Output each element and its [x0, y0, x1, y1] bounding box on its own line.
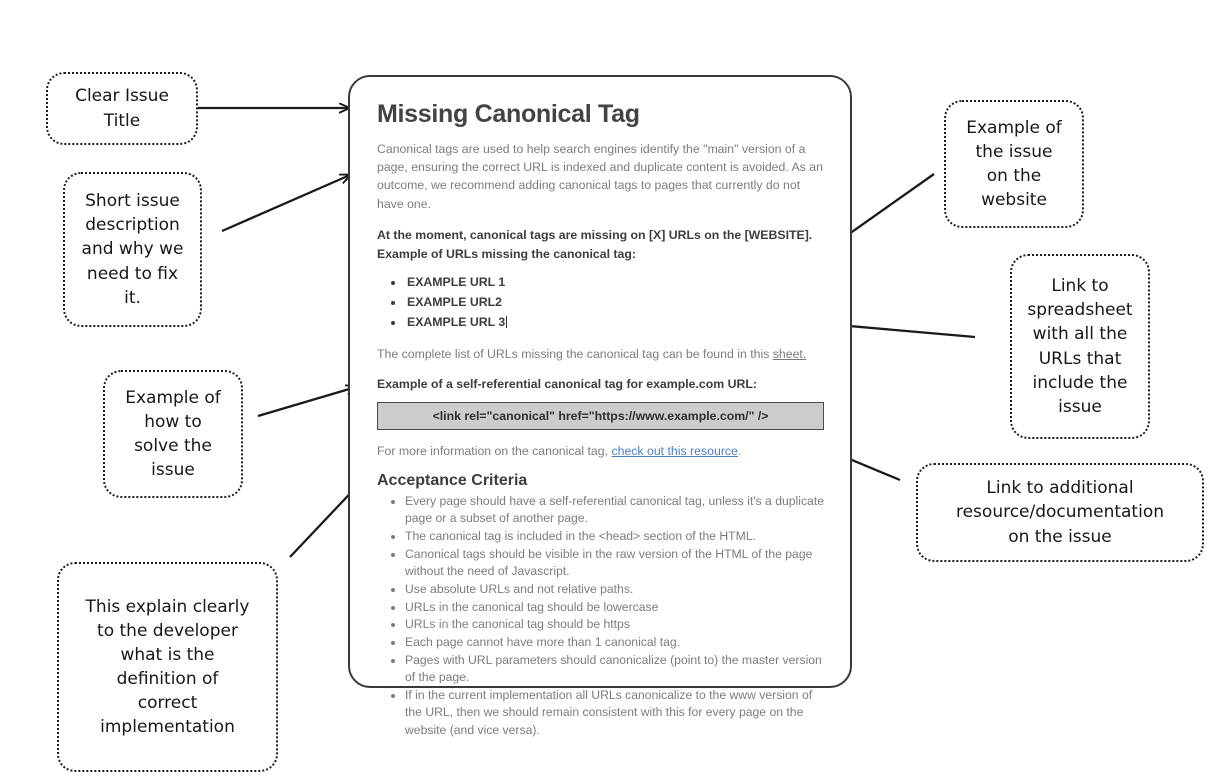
page-title: Missing Canonical Tag: [377, 100, 640, 128]
list-item: The canonical tag is included in the <he…: [405, 528, 824, 545]
list-item: Canonical tags should be visible in the …: [405, 546, 824, 581]
arrow-to-description: [221, 175, 350, 233]
list-item: Pages with URL parameters should canonic…: [405, 652, 824, 687]
list-item: Use absolute URLs and not relative paths…: [405, 581, 824, 598]
list-item: If in the current implementation all URL…: [405, 687, 824, 739]
resource-sentence-text: For more information on the canonical ta…: [377, 444, 612, 459]
callout-example-how-to-solve: Example of how to solve the issue: [103, 370, 243, 498]
callout-clear-issue-title: Clear Issue Title: [46, 72, 198, 145]
list-item: EXAMPLE URL 1: [405, 272, 824, 292]
acceptance-criteria-list: Every page should have a self-referentia…: [377, 493, 824, 740]
issue-description: Canonical tags are used to help search e…: [377, 141, 823, 211]
callout-short-description: Short issue description and why we need …: [63, 172, 202, 327]
code-example-heading: Example of a self-referential canonical …: [377, 376, 757, 391]
list-item: URLs in the canonical tag should be http…: [405, 616, 824, 633]
issue-status-line: At the moment, canonical tags are missin…: [377, 228, 813, 261]
example-url-list: EXAMPLE URL 1 EXAMPLE URL2 EXAMPLE URL 3: [377, 272, 824, 332]
list-item: EXAMPLE URL 3: [405, 312, 824, 332]
resource-sentence: For more information on the canonical ta…: [377, 442, 824, 460]
callout-definition-of-correct-implementation: This explain clearly to the developer wh…: [57, 562, 278, 772]
sheet-sentence: The complete list of URLs missing the ca…: [377, 345, 824, 363]
issue-ticket-card: Missing Canonical Tag Canonical tags are…: [348, 75, 852, 737]
canonical-tag-code-snippet: <link rel="canonical" href="https://www.…: [377, 402, 824, 431]
list-item: Every page should have a self-referentia…: [405, 493, 824, 528]
resource-sentence-period: .: [737, 444, 742, 459]
callout-example-issue-on-website: Example of the issue on the website: [944, 100, 1084, 228]
callout-link-to-spreadsheet: Link to spreadsheet with all the URLs th…: [1010, 254, 1150, 439]
list-item: URLs in the canonical tag should be lowe…: [405, 599, 824, 616]
sheet-sentence-text: The complete list of URLs missing the ca…: [377, 347, 773, 362]
resource-link[interactable]: check out this resource: [611, 444, 738, 459]
callout-link-to-resource: Link to additional resource/documentatio…: [916, 463, 1204, 562]
acceptance-criteria-heading: Acceptance Criteria: [377, 471, 528, 489]
arrow-to-code-block: [257, 387, 356, 418]
sheet-link[interactable]: sheet.: [772, 347, 807, 362]
list-item: Each page cannot have more than 1 canoni…: [405, 634, 824, 651]
list-item: EXAMPLE URL2: [405, 292, 824, 312]
text-caret: [506, 316, 508, 329]
